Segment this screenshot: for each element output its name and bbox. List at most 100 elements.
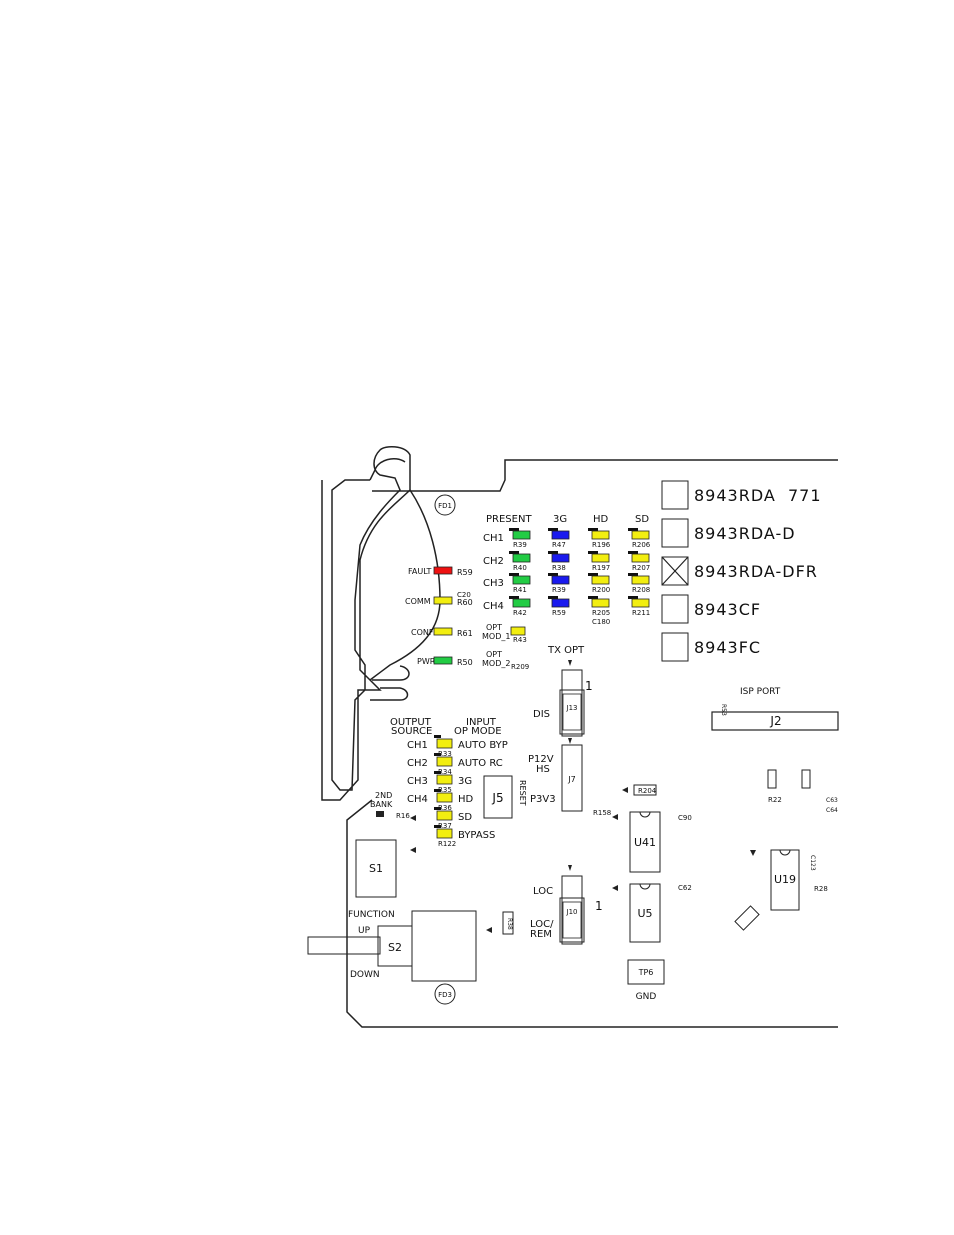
led-present-ch4 bbox=[512, 598, 531, 608]
label-tp6: TP6 bbox=[638, 968, 654, 977]
label-p3v3: P3V3 bbox=[530, 794, 556, 805]
model-check-mark bbox=[661, 556, 689, 586]
ref-sd-3: R208 bbox=[632, 586, 650, 594]
led-present-marker-2 bbox=[509, 551, 519, 554]
op-mode-1: AUTO BYP bbox=[458, 740, 508, 751]
ref-present-4: R42 bbox=[513, 609, 527, 617]
ref-hd-1: R196 bbox=[592, 541, 611, 549]
op-led-1 bbox=[436, 738, 453, 749]
op-led-marker-5 bbox=[434, 807, 441, 810]
ref-c180: C180 bbox=[592, 618, 610, 626]
led-hd-ch1 bbox=[591, 530, 610, 540]
channel-label-4: CH4 bbox=[483, 601, 504, 612]
op-channel-3: CH3 bbox=[407, 776, 428, 787]
ref-present-2: R40 bbox=[513, 564, 527, 572]
switch-s2: FUNCTION UP DOWN S2 R38 bbox=[307, 910, 514, 982]
ref-r61: R61 bbox=[457, 629, 473, 638]
led-comm bbox=[433, 596, 453, 605]
op-led-marker-3 bbox=[434, 771, 441, 774]
model-name-3: 8943RDA-DFR bbox=[694, 562, 818, 581]
led-3g-marker-1 bbox=[548, 528, 558, 531]
led-opt-mod-1 bbox=[510, 626, 526, 636]
opt-mod-leds: OPT MOD_1 R43 OPT MOD_2 R209 bbox=[482, 623, 529, 671]
label-fault: FAULT bbox=[408, 567, 432, 576]
ref-sd-1: R206 bbox=[632, 541, 651, 549]
jumper-j10: J10 LOC 1 LOC/ REM bbox=[530, 865, 603, 945]
model-option-5: 8943FC bbox=[661, 632, 760, 662]
led-sd-ch1 bbox=[631, 530, 650, 540]
op-channel-1: CH1 bbox=[407, 740, 428, 751]
led-sd-ch4 bbox=[631, 598, 650, 608]
label-loc-rem-1: LOC/ bbox=[530, 919, 554, 930]
ref-sd-4: R211 bbox=[632, 609, 650, 617]
ref-r16: R16 bbox=[396, 812, 410, 820]
ref-r209: R209 bbox=[511, 663, 529, 671]
op-led-marker-2 bbox=[434, 753, 441, 756]
label-function: FUNCTION bbox=[348, 910, 395, 920]
led-hd-ch3 bbox=[591, 575, 610, 585]
model-name-2: 8943RDA-D bbox=[694, 524, 796, 543]
label-output: OUTPUT bbox=[390, 717, 432, 728]
op-led-4 bbox=[436, 792, 453, 803]
op-mode-6: BYPASS bbox=[458, 830, 495, 841]
ic-area: R204 R158 C90 U41 C62 U5 TP6 GND R22 C63… bbox=[593, 769, 838, 1002]
op-led-3 bbox=[436, 774, 453, 785]
led-sd-ch3 bbox=[631, 575, 650, 585]
ref-hd-3: R200 bbox=[592, 586, 610, 594]
jumper-j7: J7 P12V HS P3V3 bbox=[528, 738, 583, 812]
opt-label-1: OPT bbox=[486, 623, 502, 632]
mod1-label: MOD_1 bbox=[482, 632, 510, 641]
label-j5: J5 bbox=[491, 791, 503, 805]
led-3g-marker-3 bbox=[548, 573, 558, 576]
ref-3g-2: R38 bbox=[552, 564, 566, 572]
label-conf: CONF bbox=[411, 628, 434, 637]
ref-3g-4: R59 bbox=[552, 609, 566, 617]
op-led-marker-1 bbox=[434, 735, 441, 738]
channel-label-3: CH3 bbox=[483, 578, 504, 589]
label-comm: COMM bbox=[405, 597, 431, 606]
label-j13: J13 bbox=[566, 704, 578, 712]
led-fault bbox=[433, 566, 453, 575]
model-option-3: 8943RDA-DFR bbox=[661, 556, 818, 586]
ref-present-3: R41 bbox=[513, 586, 527, 594]
ref-hd-2: R197 bbox=[592, 564, 610, 572]
pin1-j10: 1 bbox=[595, 899, 603, 913]
ref-r28: R28 bbox=[814, 885, 828, 893]
ref-r158: R158 bbox=[593, 809, 611, 817]
op-ref-5: R37 bbox=[438, 822, 452, 830]
label-up: UP bbox=[358, 926, 371, 936]
model-list: 8943RDA 771 8943RDA-D 8943RDA-DFR 8943CF 894… bbox=[661, 480, 822, 662]
header-present: PRESENT bbox=[486, 514, 532, 525]
op-mode-2: AUTO RC bbox=[458, 758, 503, 769]
op-led-5 bbox=[436, 810, 453, 821]
fiducial-fd3: FD3 bbox=[434, 983, 456, 1005]
model-option-4: 8943CF bbox=[661, 594, 760, 624]
label-2nd: 2ND bbox=[375, 791, 392, 800]
label-gnd: GND bbox=[636, 992, 657, 1002]
model-checkbox-4 bbox=[661, 594, 689, 624]
label-source: SOURCE bbox=[391, 726, 432, 737]
pin1-j13: 1 bbox=[585, 679, 593, 693]
ref-r59: R59 bbox=[457, 568, 473, 577]
model-checkbox-5 bbox=[661, 632, 689, 662]
label-dis: DIS bbox=[533, 709, 550, 720]
label-bank: BANK bbox=[370, 800, 393, 809]
model-checkbox-1 bbox=[661, 480, 689, 510]
model-name-1: 8943RDA 771 bbox=[694, 486, 822, 505]
op-mode-4: HD bbox=[458, 794, 474, 805]
label-loc: LOC bbox=[533, 886, 553, 897]
ref-hd-4: R205 bbox=[592, 609, 610, 617]
label-op-mode: OP MODE bbox=[454, 726, 502, 737]
svg-text:FD1: FD1 bbox=[438, 502, 452, 510]
op-ref-3: R35 bbox=[438, 786, 452, 794]
channel-label-1: CH1 bbox=[483, 533, 504, 544]
op-ref-6: R122 bbox=[438, 840, 456, 848]
label-down: DOWN bbox=[350, 970, 380, 980]
switch-s1: S1 bbox=[355, 839, 397, 898]
mod2-label: MOD_2 bbox=[482, 659, 510, 668]
jumper-j13: TX OPT J13 1 DIS bbox=[533, 645, 593, 737]
isp-port-j2: ISP PORT R53 J2 bbox=[711, 687, 839, 731]
